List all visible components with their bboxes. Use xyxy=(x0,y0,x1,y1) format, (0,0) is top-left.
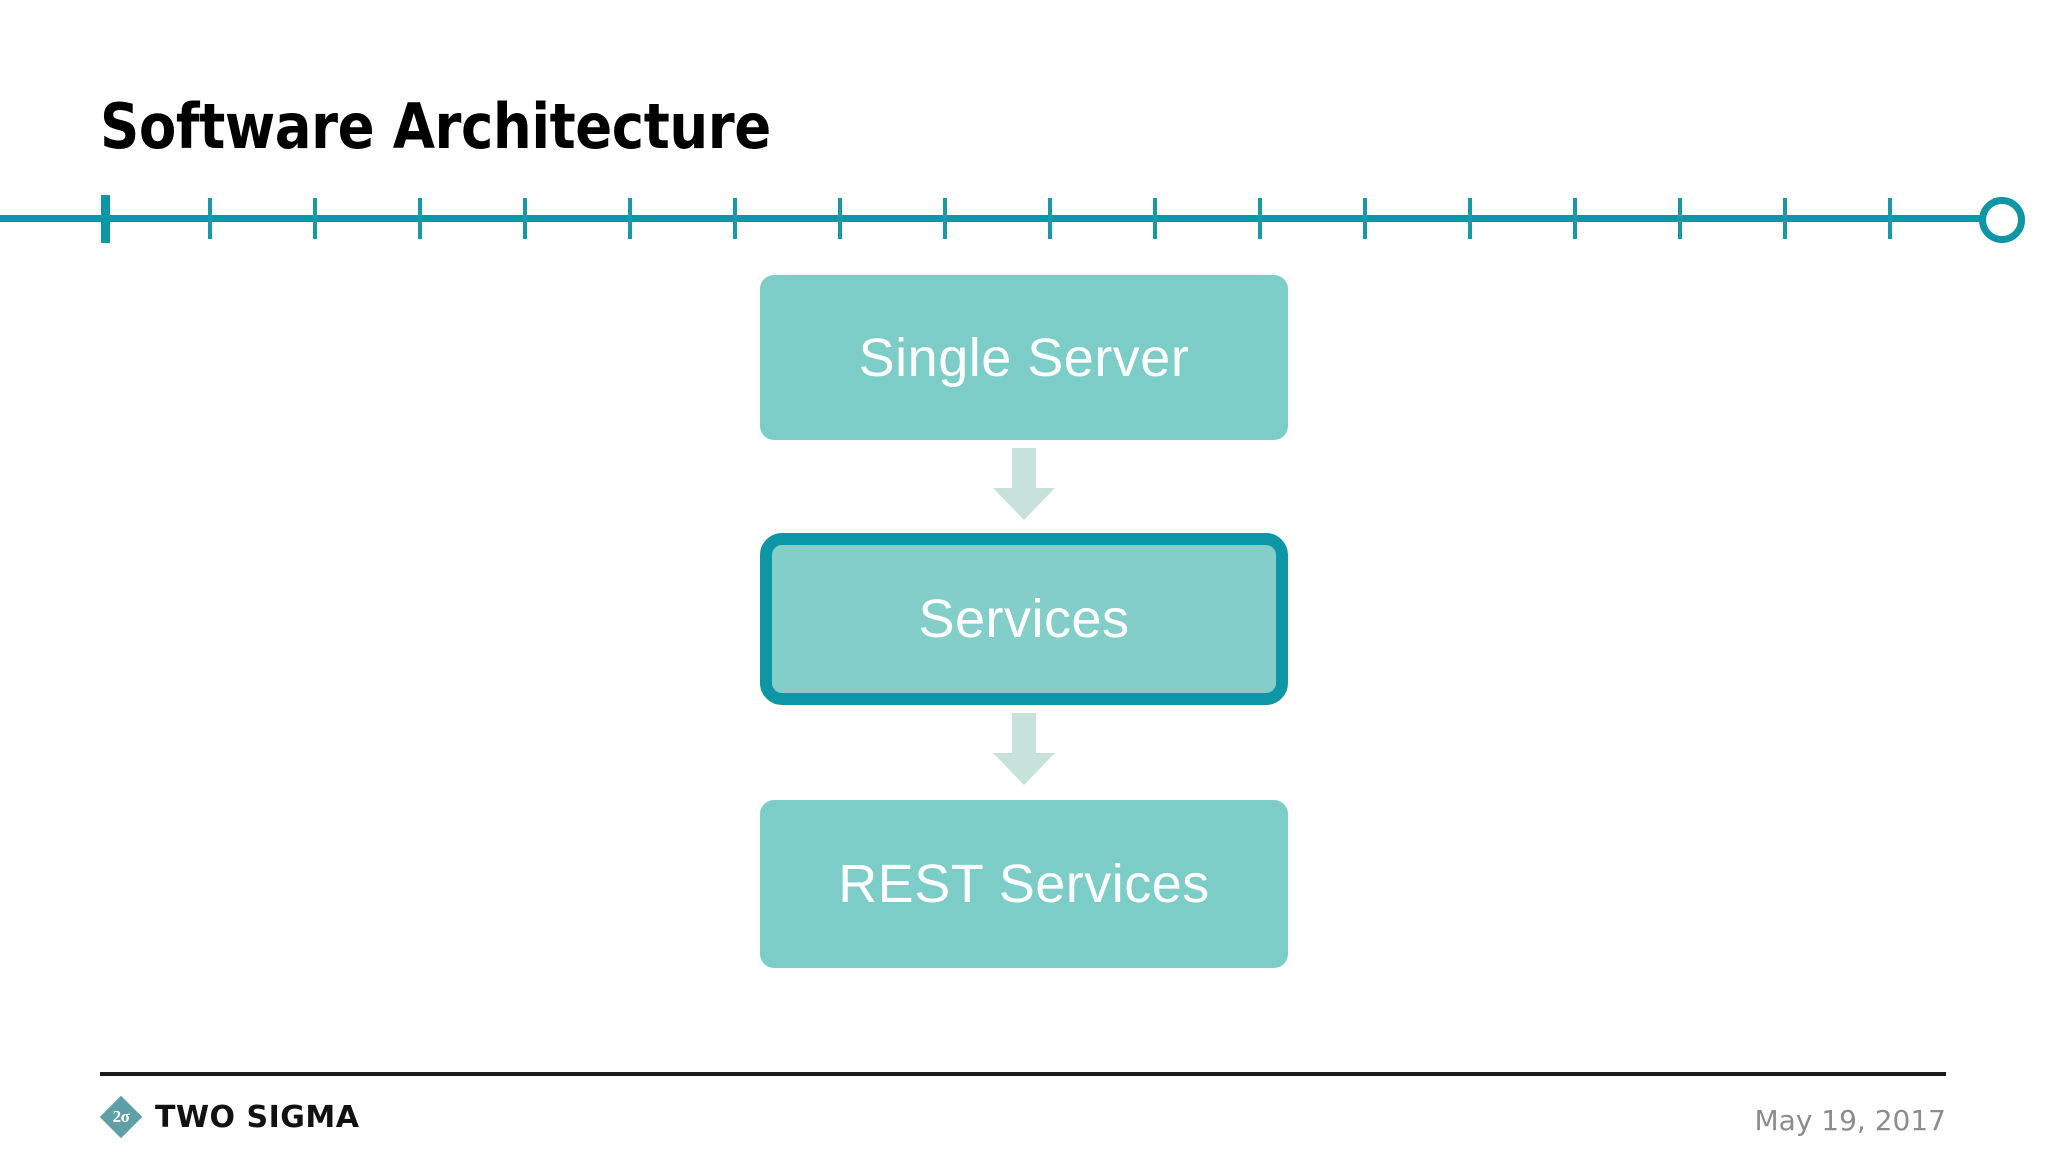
page-title: Software Architecture xyxy=(100,90,771,163)
timeline-tick xyxy=(313,198,317,239)
timeline-tick xyxy=(733,198,737,239)
footer-date: May 19, 2017 xyxy=(1754,1104,1946,1137)
slide-footer: 2σ TWO SIGMA May 19, 2017 xyxy=(0,1082,2048,1152)
timeline-tick xyxy=(1153,198,1157,239)
architecture-flow-diagram: Single Server Services REST Services xyxy=(0,270,2048,970)
timeline-tick xyxy=(1468,198,1472,239)
timeline-tick xyxy=(1048,198,1052,239)
flow-node-rest-services[interactable]: REST Services xyxy=(760,800,1288,968)
two-sigma-logo: 2σ TWO SIGMA xyxy=(99,1095,360,1139)
timeline-tick xyxy=(208,198,212,239)
progress-timeline xyxy=(0,180,2048,256)
down-arrow-icon xyxy=(993,448,1055,520)
timeline-tick xyxy=(1783,198,1787,239)
timeline-tick xyxy=(628,198,632,239)
timeline-tick xyxy=(1363,198,1367,239)
timeline-tick xyxy=(418,198,422,239)
timeline-tick xyxy=(1258,198,1262,239)
timeline-tick xyxy=(1888,198,1892,239)
timeline-end-circle-icon xyxy=(1979,197,2025,243)
flow-node-single-server[interactable]: Single Server xyxy=(760,275,1288,440)
flow-node-label: Single Server xyxy=(858,327,1190,388)
flow-node-label: Services xyxy=(918,589,1130,649)
diamond-logo-icon: 2σ xyxy=(99,1095,143,1139)
down-arrow-icon xyxy=(993,713,1055,785)
timeline-tick xyxy=(1678,198,1682,239)
timeline-tick xyxy=(943,198,947,239)
flow-node-label: REST Services xyxy=(838,854,1210,914)
footer-divider xyxy=(100,1072,1946,1076)
timeline-tick-current xyxy=(101,195,110,243)
timeline-tick xyxy=(838,198,842,239)
timeline-tick xyxy=(523,198,527,239)
flow-node-services[interactable]: Services xyxy=(760,533,1288,705)
timeline-axis-line xyxy=(0,215,1995,222)
timeline-tick xyxy=(1573,198,1577,239)
brand-wordmark: TWO SIGMA xyxy=(155,1099,360,1135)
diamond-logo-glyph: 2σ xyxy=(112,1107,130,1126)
